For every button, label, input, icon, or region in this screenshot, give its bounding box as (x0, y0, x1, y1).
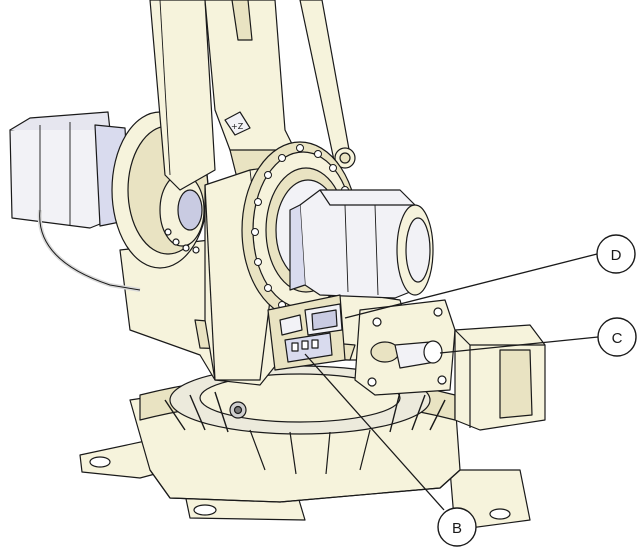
callout-label-d: D (611, 247, 622, 264)
right-motor (289, 189, 434, 299)
callout-c: C (597, 317, 637, 357)
callout-b: B (437, 507, 477, 547)
leader-line-d (344, 253, 598, 319)
connector-bay (267, 294, 346, 371)
leader-line-c (439, 336, 599, 354)
leader-line-b (304, 353, 445, 511)
callout-d: D (596, 234, 636, 274)
callout-label-b: B (452, 520, 462, 537)
side-cover-plate (354, 299, 456, 396)
callout-circle-d (596, 234, 636, 274)
svg-text:+Z: +Z (231, 122, 244, 131)
side-enclosure (454, 324, 546, 431)
callout-circle-c (597, 317, 637, 357)
callout-leaders (304, 253, 599, 511)
callout-circle-b (437, 507, 477, 547)
callout-label-c: C (612, 330, 623, 347)
left-gearbox (111, 111, 209, 269)
